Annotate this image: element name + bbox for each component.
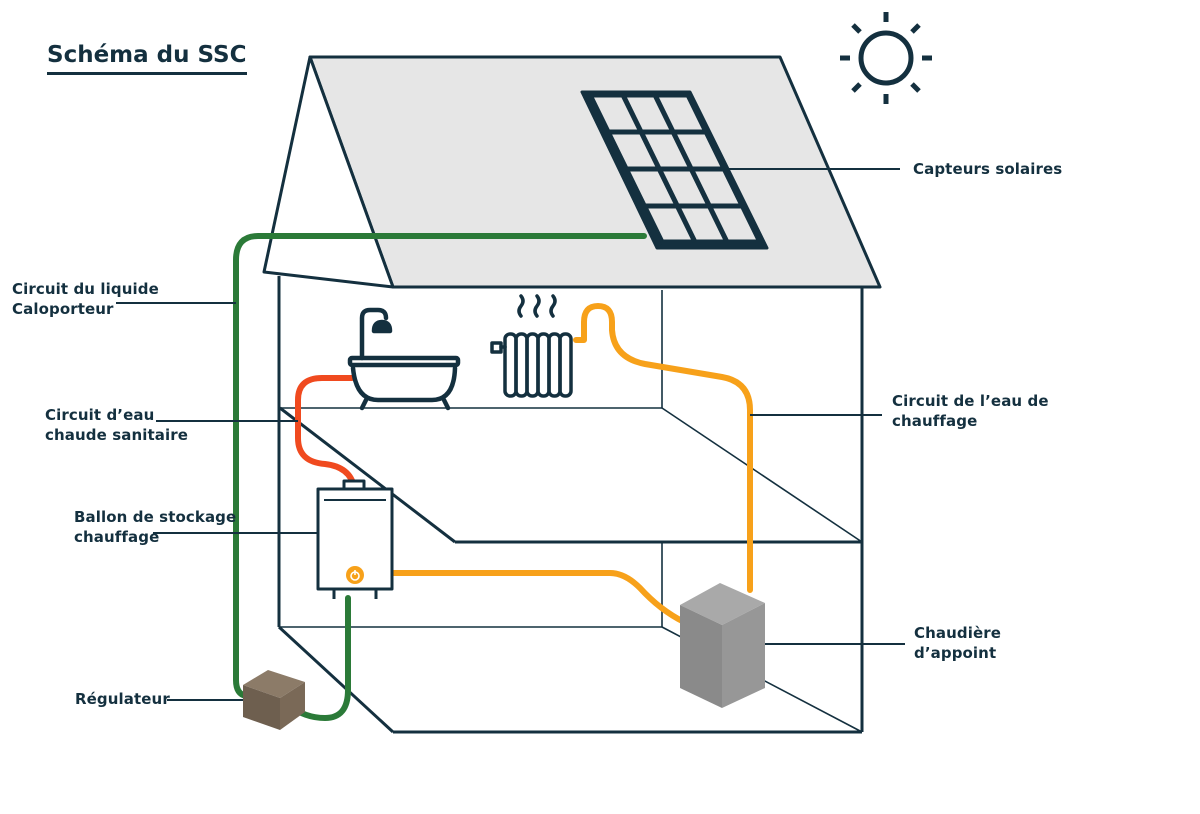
boiler-top: [680, 583, 765, 625]
roof: [262, 55, 882, 289]
diagram-title: Schéma du SSC: [47, 40, 247, 75]
sun-ray-sw: [851, 82, 862, 93]
bathtub-rim: [347, 355, 461, 368]
heating-circuit-radiator-loop: [573, 303, 753, 593]
back-line-2: [661, 407, 863, 543]
shower-pipe: [359, 307, 389, 361]
boiler-icon: [680, 583, 765, 708]
bathtub-icon: [347, 307, 461, 411]
radiator-steam-1: [517, 294, 525, 318]
label-circuit-liquide-2: Caloporteur: [12, 300, 114, 318]
solar-panel-icon: [580, 90, 769, 250]
sun-ray-ne: [910, 23, 921, 34]
house-structure: [277, 276, 864, 734]
label-circuit-chauffage-2: chauffage: [892, 412, 978, 430]
sun-disc: [858, 30, 914, 86]
sun-ray-se: [910, 82, 921, 93]
bathtub-basin: [350, 365, 458, 403]
hot-water-circuit: [295, 375, 357, 490]
label-chaudiere-2: d’appoint: [914, 644, 997, 662]
regulator-top: [243, 670, 305, 698]
label-regulateur: Régulateur: [75, 690, 170, 708]
liquid-circuit-panel-to-regulator: [233, 233, 647, 699]
heating-circuit-tank-to-boiler: [390, 570, 687, 625]
heating-water-circuit: [390, 303, 753, 625]
regulator-front: [243, 685, 280, 730]
regulator-side: [280, 682, 305, 730]
boiler-side: [722, 603, 765, 708]
sun-ray-nw: [851, 23, 862, 34]
shower-icon: [371, 319, 393, 334]
label-circuit-liquide-1: Circuit du liquide: [12, 280, 159, 298]
radiator-fin-6: [558, 332, 573, 398]
label-circuit-ecs-1: Circuit d’eau: [45, 406, 155, 424]
bathtub-foot-left: [359, 397, 369, 411]
label-capteurs-solaires: Capteurs solaires: [913, 160, 1063, 178]
slab-left-edge: [279, 406, 456, 544]
solar-panel-side: [581, 91, 663, 249]
label-chaudiere-1: Chaudière: [914, 624, 1002, 642]
storage-tank-icon: [316, 479, 394, 599]
radiator-icon: [490, 294, 573, 398]
radiator-steam-2: [533, 294, 541, 318]
label-circuit-chauffage-1: Circuit de l’eau de: [892, 392, 1049, 410]
boiler-front: [680, 605, 722, 708]
sun-icon: [840, 12, 932, 104]
regulator-icon: [243, 670, 305, 730]
floor-left-edge: [277, 625, 395, 734]
label-ballon-1: Ballon de stockage: [74, 508, 237, 526]
radiator-steam-3: [549, 294, 557, 318]
bathtub-foot-right: [441, 397, 451, 411]
roof-gable: [262, 55, 395, 289]
label-ballon-2: chauffage: [74, 528, 160, 546]
leader-lines: [116, 168, 905, 701]
label-circuit-ecs-2: chaude sanitaire: [45, 426, 188, 444]
